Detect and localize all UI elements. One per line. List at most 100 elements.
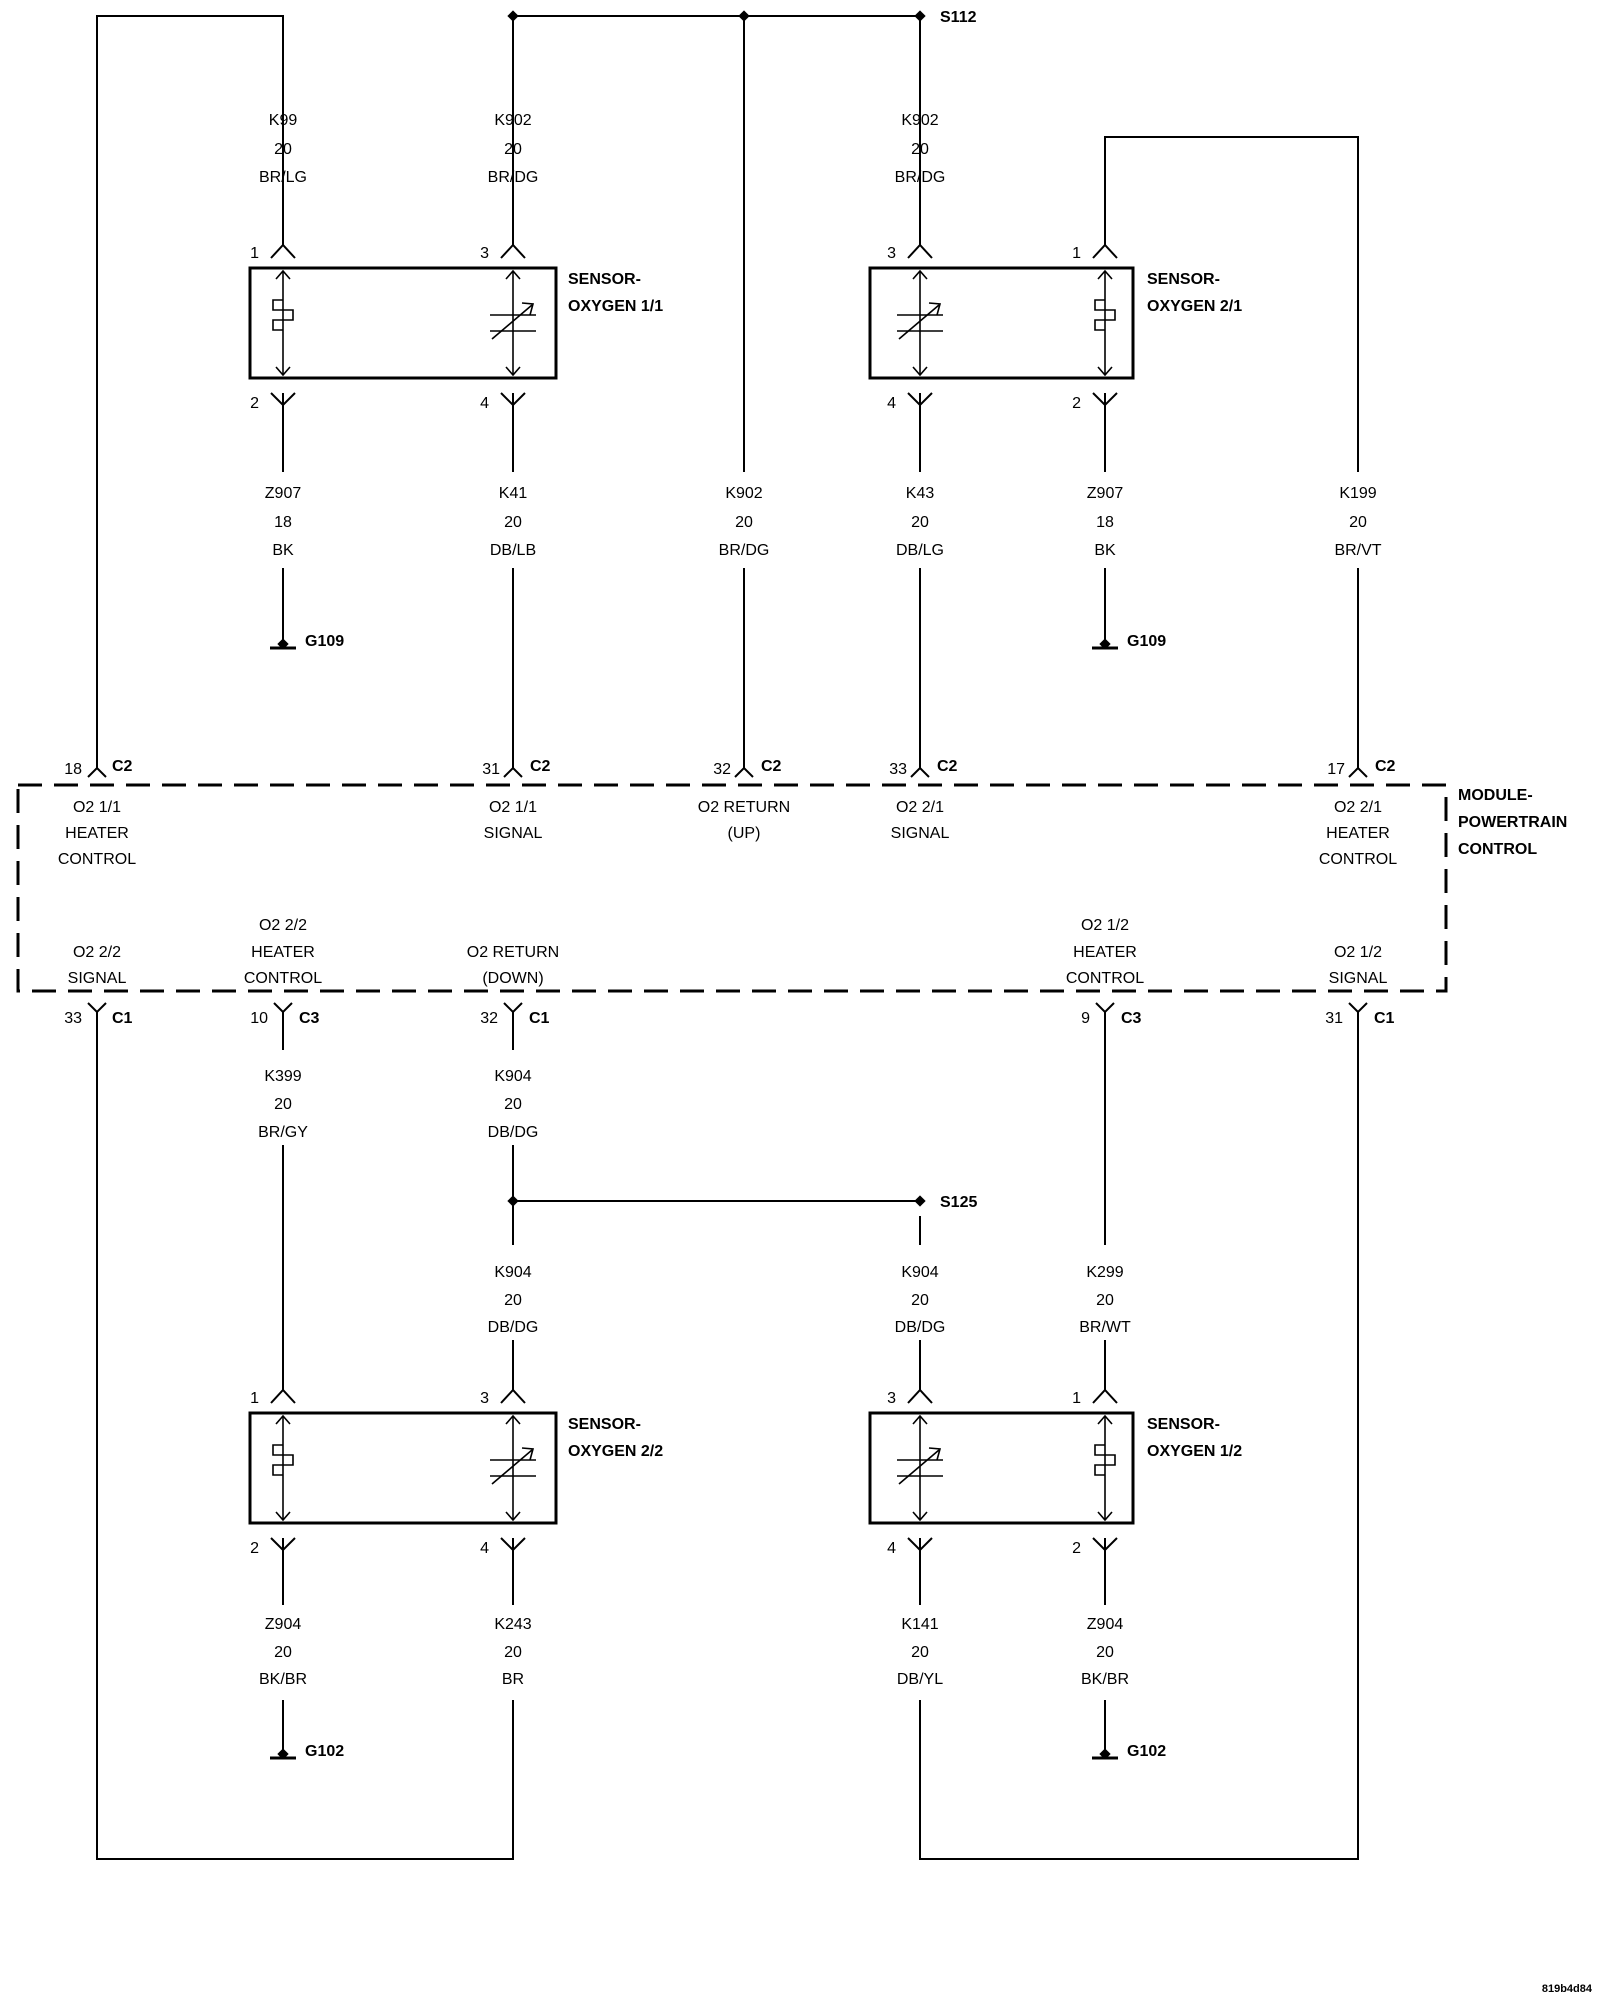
svg-text:C2: C2 <box>761 758 782 775</box>
svg-text:20: 20 <box>504 141 522 158</box>
svg-text:OXYGEN 2/2: OXYGEN 2/2 <box>568 1443 663 1460</box>
svg-text:32: 32 <box>480 1010 498 1027</box>
wire-label-k904-a: K904 20 DB/DG <box>488 1264 539 1336</box>
svg-text:DB/YL: DB/YL <box>897 1671 943 1688</box>
svg-text:C2: C2 <box>937 758 958 775</box>
splice-dot <box>914 1195 926 1207</box>
svg-text:4: 4 <box>887 1540 896 1557</box>
svg-text:C2: C2 <box>530 758 551 775</box>
svg-text:O2 1/2: O2 1/2 <box>1081 917 1129 934</box>
connector-female-icon <box>907 243 933 259</box>
svg-text:BR: BR <box>502 1671 524 1688</box>
wire-label-k141: K141 20 DB/YL <box>897 1616 943 1688</box>
svg-text:G109: G109 <box>1127 633 1166 650</box>
svg-text:32: 32 <box>713 761 731 778</box>
variable-resistor-icon <box>897 269 943 377</box>
wire-label-z904-b: Z904 20 BK/BR <box>1081 1616 1129 1688</box>
wire-label-z907-a: Z907 18 BK <box>265 485 302 559</box>
svg-text:20: 20 <box>274 1096 292 1113</box>
variable-resistor-icon <box>490 269 536 377</box>
svg-text:Z904: Z904 <box>1087 1616 1124 1633</box>
pcm-pin-10-c3: O2 2/2 HEATER CONTROL 10 C3 <box>244 917 322 1027</box>
pcm-bottom-pins: O2 2/2 SIGNAL 33 C1 O2 2/2 HEATER CONTRO… <box>64 917 1394 1027</box>
svg-text:1: 1 <box>1072 1390 1081 1407</box>
connector-female-icon <box>734 766 754 778</box>
svg-text:20: 20 <box>504 1096 522 1113</box>
svg-text:20: 20 <box>504 1644 522 1661</box>
svg-text:K299: K299 <box>1086 1264 1123 1281</box>
sensor-oxygen-1-2: 3 1 4 2 SENSOR- OXYGEN 1/2 <box>868 1388 1242 1557</box>
wire-label-z904-a: Z904 20 BK/BR <box>259 1616 307 1688</box>
svg-text:18: 18 <box>1096 514 1114 531</box>
svg-text:33: 33 <box>64 1010 82 1027</box>
svg-text:HEATER: HEATER <box>1073 944 1137 961</box>
wire-label-k43: K43 20 DB/LG <box>896 485 944 559</box>
wire-labels: K99 20 BR/LG K902 20 BR/DG K902 20 BR/DG… <box>258 112 1382 1688</box>
svg-text:DB/DG: DB/DG <box>488 1319 539 1336</box>
svg-text:BK: BK <box>272 542 294 559</box>
splice-dot <box>507 1195 519 1207</box>
wire-label-k99: K99 20 BR/LG <box>259 112 307 186</box>
pcm-pin-17-c2: 17 C2 O2 2/1 HEATER CONTROL <box>1319 758 1397 868</box>
svg-text:HEATER: HEATER <box>1326 825 1390 842</box>
wire-label-k199: K199 20 BR/VT <box>1334 485 1381 559</box>
svg-text:20: 20 <box>504 514 522 531</box>
splice-s125: S125 <box>507 1194 977 1211</box>
svg-text:20: 20 <box>911 514 929 531</box>
wire-label-k902-b: K902 20 BR/DG <box>895 112 946 186</box>
wire-label-k902-mid: K902 20 BR/DG <box>719 485 770 559</box>
svg-text:O2 1/1: O2 1/1 <box>489 799 537 816</box>
wire-label-k243: K243 20 BR <box>494 1616 531 1688</box>
svg-text:DB/LG: DB/LG <box>896 542 944 559</box>
svg-text:BK/BR: BK/BR <box>1081 1671 1129 1688</box>
svg-text:20: 20 <box>1349 514 1367 531</box>
pcm-module-name: MODULE- POWERTRAIN CONTROL <box>1458 787 1567 858</box>
sensor-oxygen-2-1: 3 1 4 2 SENSOR- OXYGEN 2/1 <box>868 243 1242 412</box>
connector-male-icon <box>87 1002 107 1014</box>
connector-female-icon <box>910 766 930 778</box>
svg-text:BK/BR: BK/BR <box>259 1671 307 1688</box>
pcm-pin-31-c1: O2 1/2 SIGNAL 31 C1 <box>1325 944 1394 1027</box>
svg-text:O2 1/2: O2 1/2 <box>1334 944 1382 961</box>
ground-g102-b: G102 <box>1092 1743 1166 1760</box>
splice-label: S125 <box>940 1194 977 1211</box>
wire-label-k41: K41 20 DB/LB <box>490 485 536 559</box>
svg-text:K902: K902 <box>494 112 531 129</box>
svg-text:Z907: Z907 <box>265 485 302 502</box>
svg-text:SIGNAL: SIGNAL <box>891 825 950 842</box>
svg-text:G109: G109 <box>305 633 344 650</box>
svg-text:POWERTRAIN: POWERTRAIN <box>1458 814 1567 831</box>
sensor-body <box>868 1411 1135 1525</box>
svg-text:K399: K399 <box>264 1068 301 1085</box>
svg-text:OXYGEN 1/2: OXYGEN 1/2 <box>1147 1443 1242 1460</box>
svg-text:HEATER: HEATER <box>65 825 129 842</box>
connector-female-icon <box>87 766 107 778</box>
svg-text:K904: K904 <box>494 1068 531 1085</box>
svg-text:K41: K41 <box>499 485 528 502</box>
connector-female-icon <box>503 766 523 778</box>
splice-dot <box>507 10 519 22</box>
svg-text:DB/DG: DB/DG <box>488 1124 539 1141</box>
svg-text:20: 20 <box>504 1292 522 1309</box>
wire-label-k399: K399 20 BR/GY <box>258 1068 308 1141</box>
svg-text:2: 2 <box>250 395 259 412</box>
svg-text:G102: G102 <box>305 1743 344 1760</box>
svg-text:31: 31 <box>1325 1010 1343 1027</box>
svg-text:BR/LG: BR/LG <box>259 169 307 186</box>
svg-text:31: 31 <box>482 761 500 778</box>
svg-text:K902: K902 <box>901 112 938 129</box>
svg-text:2: 2 <box>1072 395 1081 412</box>
svg-text:3: 3 <box>480 1390 489 1407</box>
svg-text:O2 2/2: O2 2/2 <box>259 917 307 934</box>
connector-female-icon <box>1092 243 1118 259</box>
heater-element-icon <box>272 269 294 377</box>
svg-text:3: 3 <box>887 1390 896 1407</box>
svg-text:C2: C2 <box>1375 758 1396 775</box>
splice-s112: S112 <box>507 9 977 26</box>
svg-text:OXYGEN 2/1: OXYGEN 2/1 <box>1147 298 1242 315</box>
svg-text:DB/LB: DB/LB <box>490 542 536 559</box>
svg-text:BR/WT: BR/WT <box>1079 1319 1131 1336</box>
svg-text:MODULE-: MODULE- <box>1458 787 1533 804</box>
svg-text:K199: K199 <box>1339 485 1376 502</box>
